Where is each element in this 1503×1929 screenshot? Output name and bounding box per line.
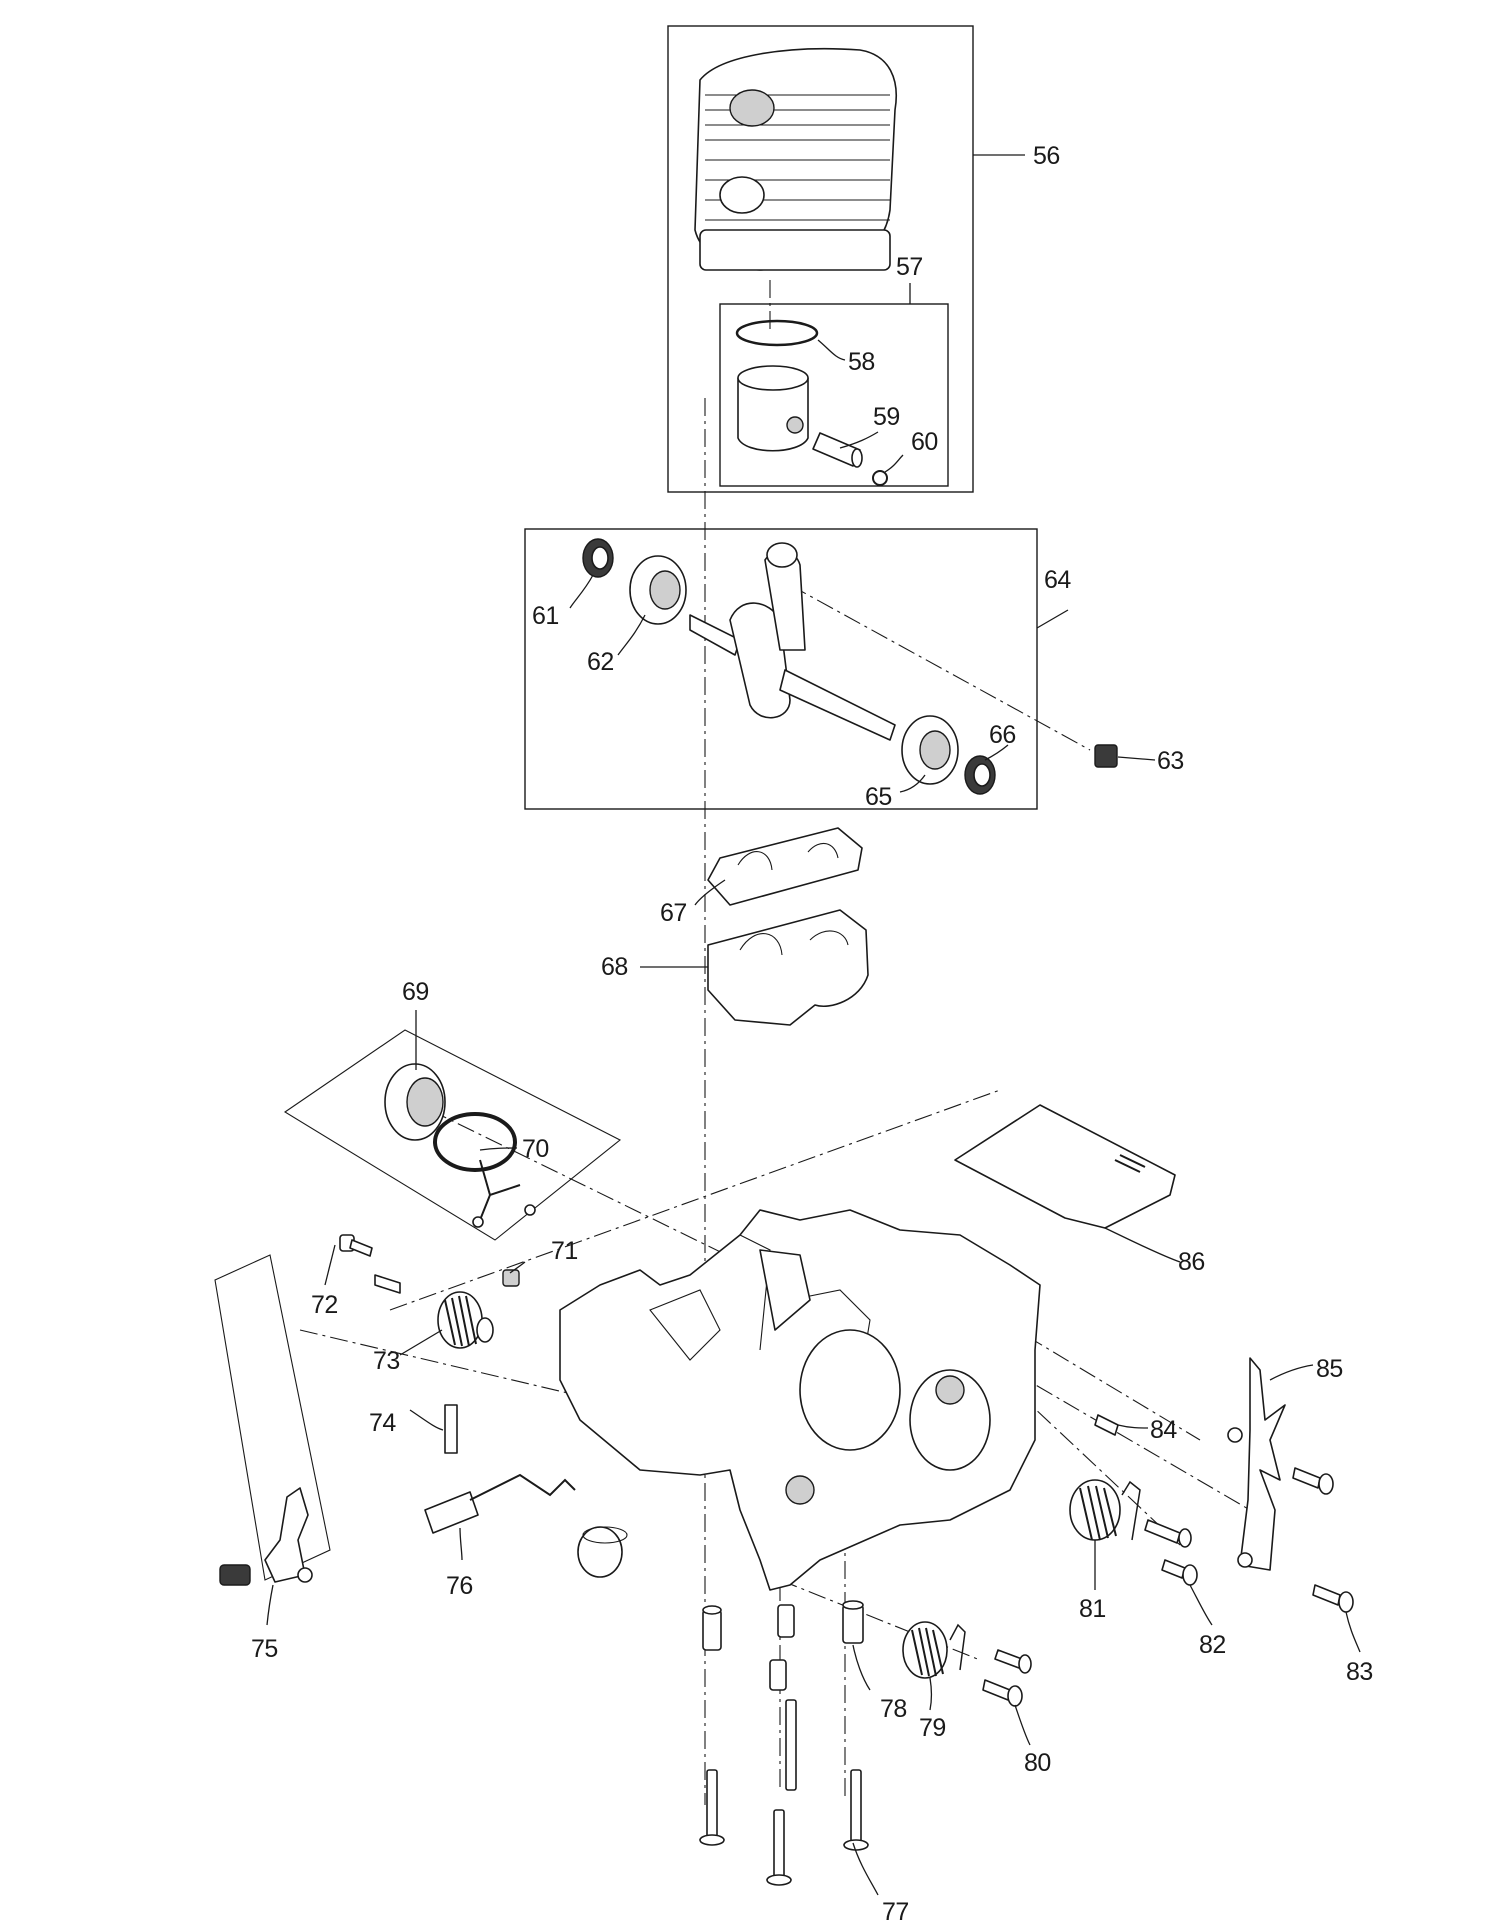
oil-pump-kit-frame [283, 1029, 622, 1241]
alignment-line [1014, 1389, 1181, 1546]
alignment-line [779, 1579, 981, 1661]
cylinder-part [694, 47, 897, 271]
oil-pump-part [384, 1063, 536, 1228]
buffer-spring-part [374, 1274, 494, 1349]
bolt-part [766, 1809, 792, 1886]
bearing-part [629, 555, 687, 625]
crankshaft-assembly-frame [524, 528, 1038, 810]
callout-67: 67 [660, 899, 687, 927]
alignment-line [389, 1089, 1001, 1311]
crankcase-cover-part [707, 909, 869, 1026]
bearing-part [901, 715, 959, 785]
brake-lever-frame [214, 1254, 331, 1581]
piston-kit-frame [719, 303, 949, 487]
alignment-line [789, 584, 1091, 751]
bolt-part [785, 1699, 797, 1791]
primer-bulb-part [577, 1526, 628, 1578]
callout-78: 78 [880, 1695, 907, 1723]
callout-61: 61 [532, 602, 559, 630]
callout-64: 64 [1044, 566, 1071, 594]
chain-catcher-bracket-part [1227, 1357, 1286, 1571]
callout-71: 71 [551, 1237, 578, 1265]
callout-59: 59 [873, 403, 900, 431]
callout-76: 76 [446, 1572, 473, 1600]
callout-80: 80 [1024, 1749, 1051, 1777]
leader-lines [266, 154, 1361, 1896]
callout-85: 85 [1316, 1355, 1343, 1383]
alignment-line [1009, 1369, 1251, 1511]
screw-part [1292, 1467, 1334, 1495]
callout-72: 72 [311, 1291, 338, 1319]
crankcase-gasket-part [707, 827, 863, 906]
piston-part [737, 365, 809, 452]
callout-82: 82 [1199, 1631, 1226, 1659]
screw-part [1144, 1519, 1192, 1548]
piston-ring-part [735, 319, 819, 347]
callout-84: 84 [1150, 1416, 1177, 1444]
screw-part [994, 1649, 1032, 1674]
callout-68: 68 [601, 953, 628, 981]
callout-57: 57 [896, 253, 923, 281]
sleeve-part [769, 1604, 795, 1691]
callout-69: 69 [402, 978, 429, 1006]
oil-seal-part [964, 755, 996, 795]
callout-86: 86 [1178, 1248, 1205, 1276]
spring-part [1069, 1479, 1141, 1541]
crankcase-body-part [559, 1209, 1041, 1591]
screw-part [1161, 1559, 1198, 1586]
callout-65: 65 [865, 783, 892, 811]
callout-83: 83 [1346, 1658, 1373, 1686]
bolt-part [699, 1769, 725, 1846]
oil-pump-o-ring-part [433, 1112, 517, 1172]
throttle-rod-part [424, 1473, 576, 1534]
callout-58: 58 [848, 348, 875, 376]
callout-74: 74 [369, 1409, 396, 1437]
screw-part [1312, 1584, 1354, 1613]
crankshaft-part [689, 542, 896, 741]
adjuster-part [1094, 1414, 1119, 1436]
spring-part [902, 1621, 966, 1679]
callout-77: 77 [882, 1898, 909, 1926]
needle-bearing-part [1094, 744, 1118, 768]
callout-70: 70 [522, 1135, 549, 1163]
callout-66: 66 [989, 721, 1016, 749]
oil-seal-part [582, 538, 614, 578]
callout-73: 73 [373, 1347, 400, 1375]
cylinder-assembly-frame [667, 25, 974, 493]
brake-lever-part [219, 1487, 313, 1586]
callout-60: 60 [911, 428, 938, 456]
callout-62: 62 [587, 648, 614, 676]
callout-63: 63 [1157, 747, 1184, 775]
plug-part [502, 1269, 520, 1287]
callout-56: 56 [1033, 142, 1060, 170]
piston-pin-part [812, 432, 863, 468]
shim-part [444, 1404, 458, 1454]
screw-part [339, 1234, 373, 1257]
circlip-part [872, 470, 888, 486]
callout-numbers: 56 57 58 59 60 61 62 63 64 65 66 67 68 6… [251, 142, 1373, 1926]
cover-plate-part [954, 1104, 1176, 1229]
callout-81: 81 [1079, 1595, 1106, 1623]
callout-75: 75 [251, 1635, 278, 1663]
bolt-part [843, 1769, 869, 1851]
sleeve-part [842, 1600, 864, 1644]
sleeve-part [702, 1605, 722, 1651]
callout-79: 79 [919, 1714, 946, 1742]
screw-part [982, 1679, 1023, 1707]
